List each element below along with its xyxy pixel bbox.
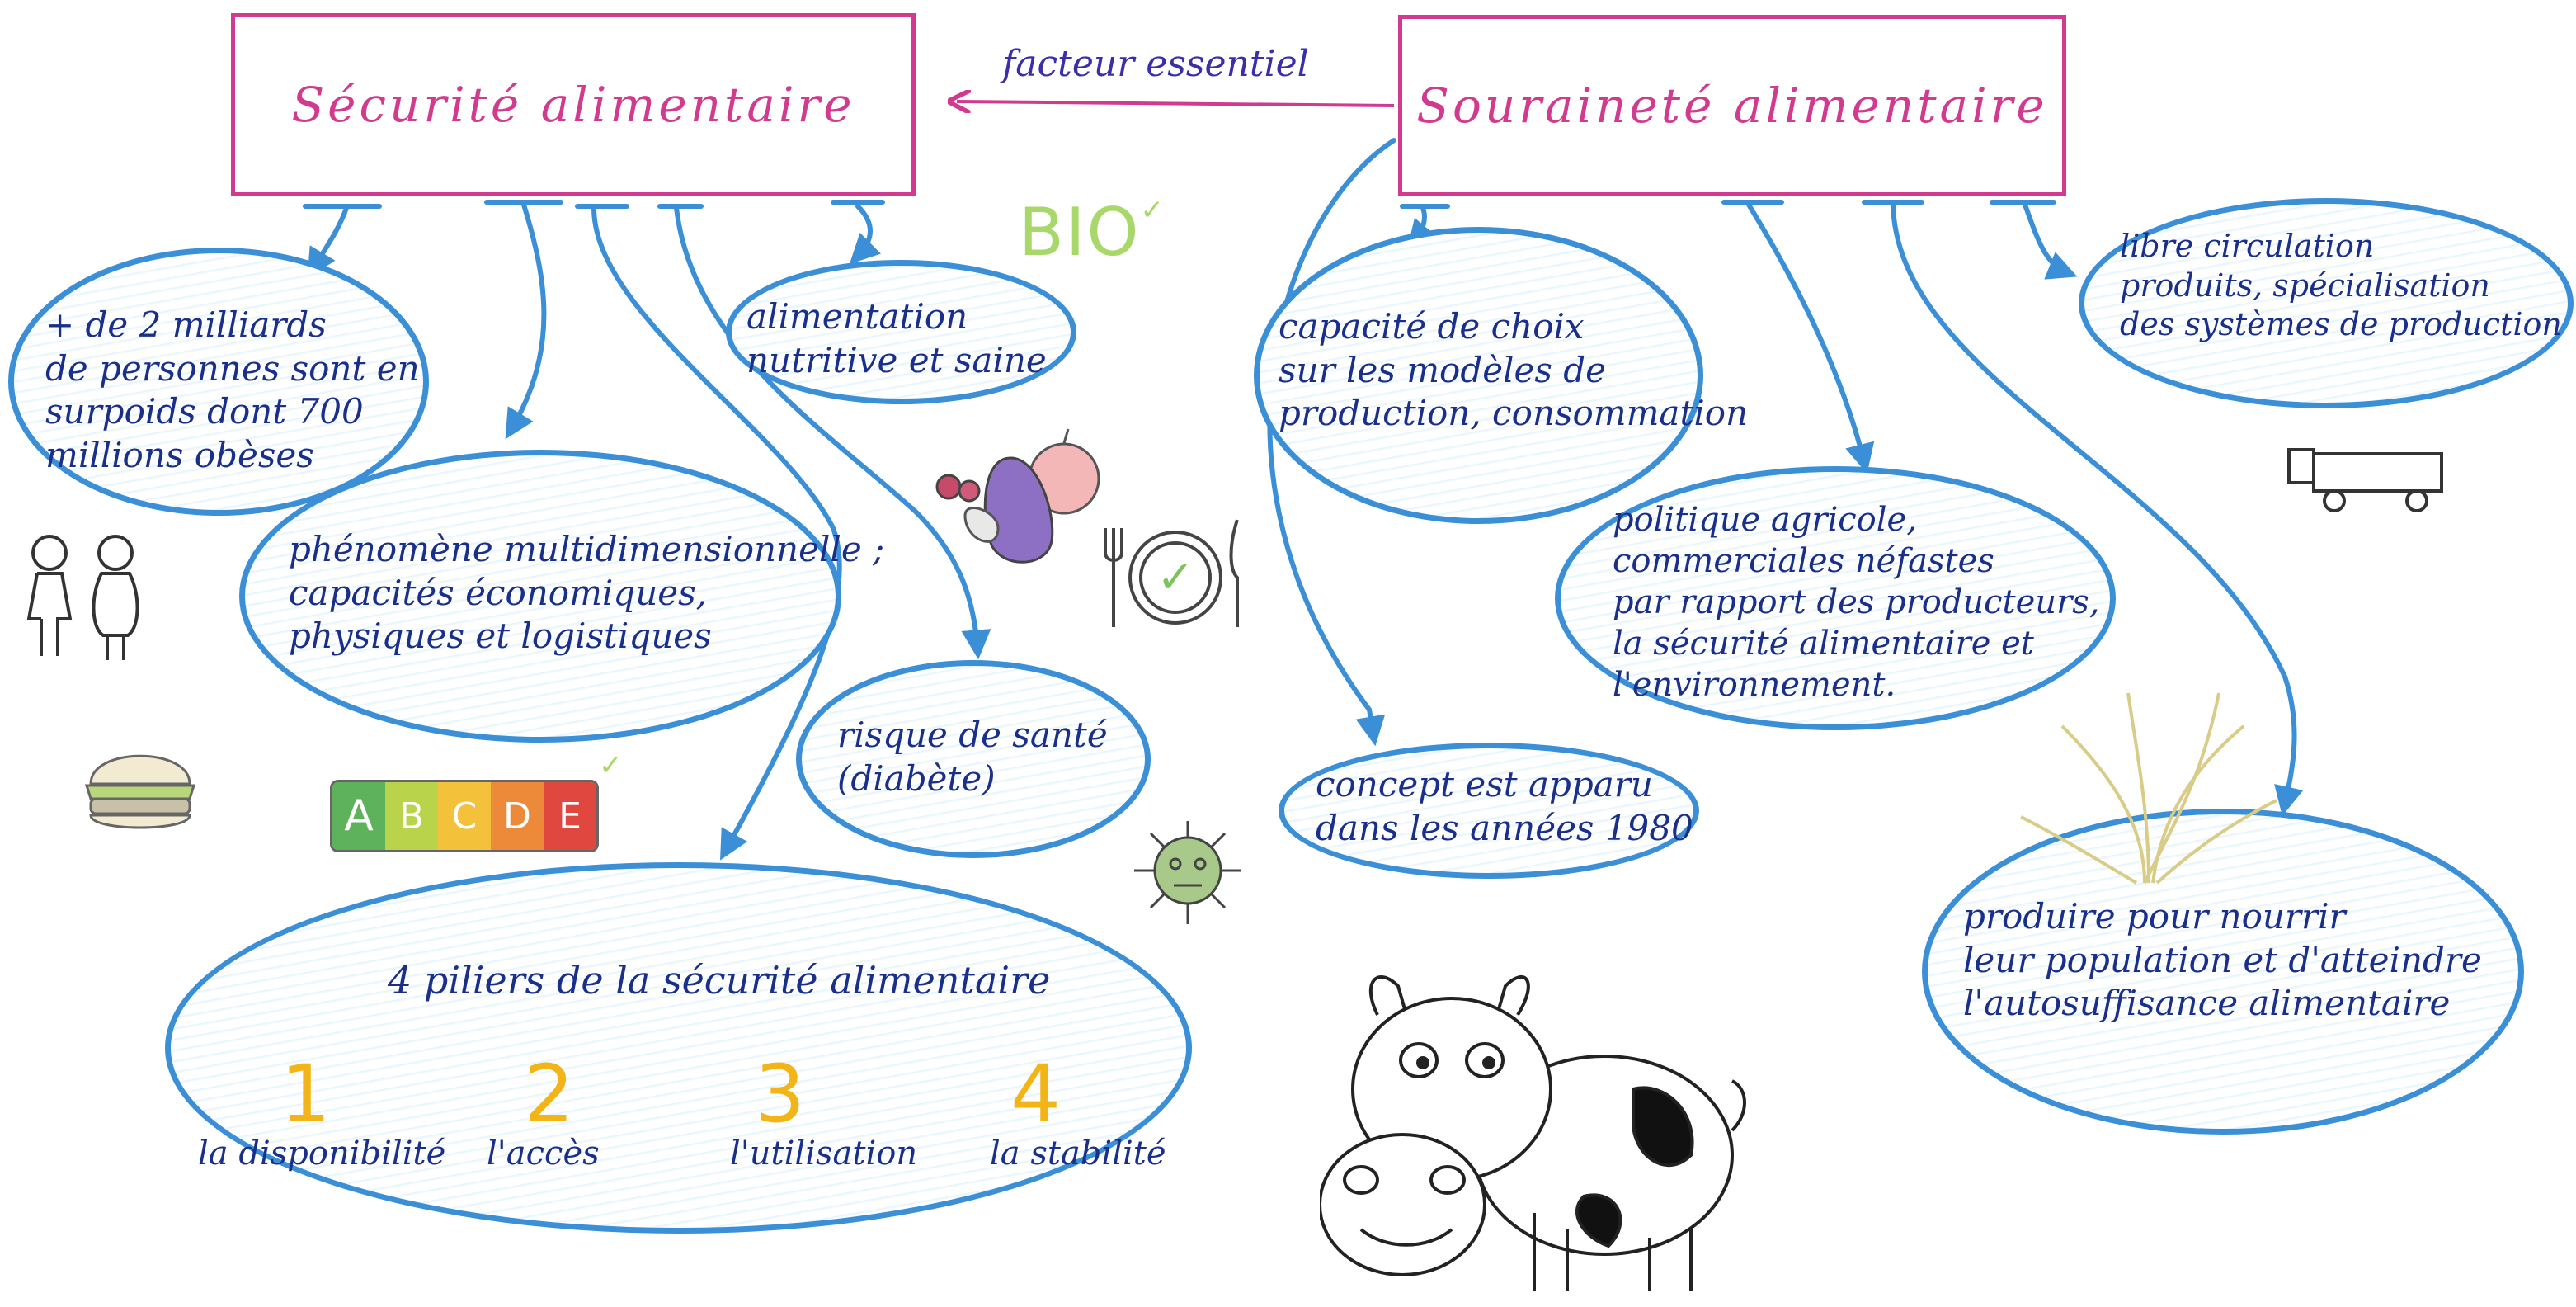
edge-label-facteur: facteur essentiel	[1002, 43, 1309, 85]
burger-icon	[84, 754, 196, 829]
piliers-title: 4 piliers de la sécurité alimentaire	[388, 958, 1051, 1003]
pillar-4-number: 4	[1010, 1048, 1062, 1140]
bubble-piliers	[165, 862, 1192, 1234]
text-libre: libre circulation produits, spécialisati…	[2120, 228, 2562, 342]
nutri-e: E	[544, 782, 596, 850]
securite-alimentaire-node: Sécurité alimentaire	[231, 13, 916, 196]
plate-check-icon: ✓	[1156, 551, 1194, 603]
arrow-surpoids	[307, 205, 349, 279]
text-alimentation: alimentation nutritive et saine	[746, 296, 1047, 380]
bubble-produire	[1922, 809, 2524, 1135]
nutri-check-icon: ✓	[599, 749, 623, 782]
bubble-concept	[1279, 743, 1699, 879]
arrow-alimentation	[849, 204, 882, 265]
bio-label: BIO✓	[1019, 194, 1166, 271]
nutri-a: A	[332, 782, 385, 850]
pillar-2-label: l'accès	[487, 1135, 600, 1173]
souverainete-label: Souraineté alimentaire	[1416, 78, 2048, 134]
arrow-risque	[674, 205, 991, 660]
nutriscore-bar: A B C D E	[330, 780, 599, 852]
pillar-1-label: la disponibilité	[198, 1135, 446, 1173]
arrow-produire	[1891, 202, 2304, 817]
text-concept: concept est apparu dans les années 1980	[1316, 764, 1693, 848]
fruits-icon	[935, 428, 1100, 564]
virus-icon	[1134, 821, 1241, 924]
plate-icon: ✓	[1104, 519, 1239, 627]
bubble-risque	[796, 660, 1151, 858]
bubble-politique	[1555, 466, 2116, 730]
bubble-libre	[2079, 198, 2574, 408]
text-capacite: capacité de choix sur les modèles de pro…	[1279, 306, 1749, 433]
truck-icon	[2287, 448, 2443, 512]
text-phenomene: phénomène multidimensionnelle ; capacité…	[289, 529, 885, 656]
nutri-c: C	[438, 782, 491, 850]
text-politique: politique agricole, commerciales néfaste…	[1613, 501, 2100, 704]
nutri-d: D	[491, 782, 544, 850]
bubble-phenomene	[239, 450, 841, 743]
arrow-politique	[1746, 202, 1875, 474]
text-risque: risque de santé (diabète)	[837, 715, 1108, 799]
nutri-b: B	[385, 782, 438, 850]
pillar-3-label: l'utilisation	[730, 1135, 918, 1173]
pillar-1-number: 1	[280, 1048, 332, 1140]
arrow-piliers	[591, 205, 842, 861]
bubble-alimentation	[726, 260, 1076, 404]
text-surpoids: + de 2 milliards de personnes sont en su…	[45, 304, 420, 475]
wheat-icon	[2020, 692, 2277, 885]
securite-label: Sécurité alimentaire	[291, 77, 855, 133]
bubble-capacite	[1254, 227, 1703, 524]
text-produire: produire pour nourrir leur population et…	[1963, 896, 2482, 1023]
arrow-libre	[2023, 202, 2078, 280]
pillar-2-number: 2	[524, 1048, 575, 1140]
arrow-phenomene	[505, 202, 547, 440]
bubble-surpoids	[8, 248, 429, 516]
pillar-4-label: la stabilité	[990, 1135, 1166, 1173]
pillar-3-number: 3	[755, 1048, 806, 1140]
people-icon	[26, 535, 139, 660]
cow-icon	[1320, 975, 1746, 1291]
souverainete-alimentaire-node: Souraineté alimentaire	[1398, 15, 2066, 196]
edge-facteur	[957, 101, 1395, 106]
